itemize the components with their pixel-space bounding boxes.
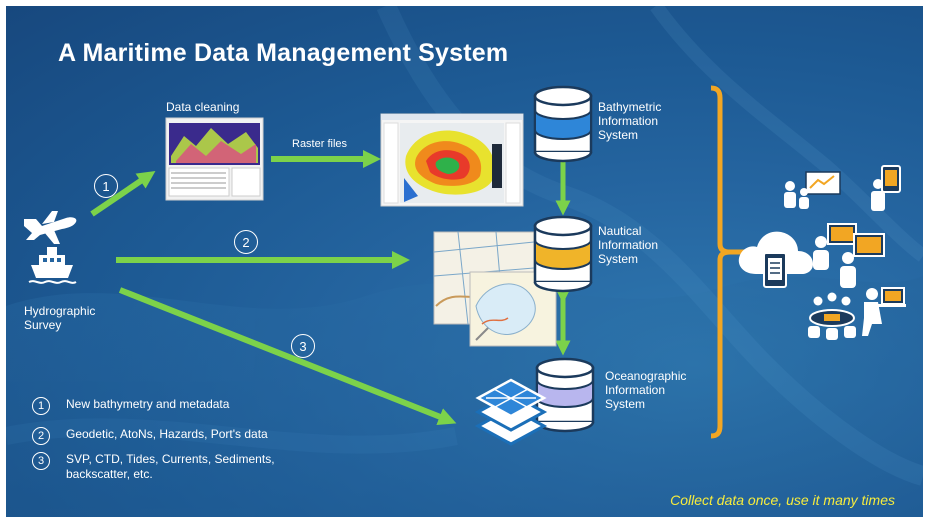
bathymetric-label: Bathymetric Information System — [598, 100, 662, 142]
layers-icon — [474, 378, 548, 446]
step-1-badge: 1 — [94, 174, 118, 198]
legend-text: Geodetic, AtoNs, Hazards, Port's data — [66, 427, 268, 441]
bathymetric-database-icon — [533, 85, 593, 163]
oceanographic-database-icon — [535, 357, 595, 433]
legend-text: SVP, CTD, Tides, Currents, Sediments, ba… — [66, 452, 275, 481]
slide: A Maritime Data Management System Data c… — [6, 6, 923, 517]
cloud-icon — [738, 231, 813, 288]
meeting-icon — [808, 292, 856, 340]
raster-screenshot — [380, 113, 524, 207]
arrow-step3 — [118, 287, 457, 426]
page-title: A Maritime Data Management System — [58, 39, 509, 67]
laptop-user-icon — [862, 287, 906, 336]
legend-number: 1 — [32, 397, 50, 415]
legend-number: 3 — [32, 452, 50, 470]
legend-item: 1 New bathymetry and metadata — [32, 397, 326, 415]
tablet-user-icon — [871, 165, 901, 211]
monitor-users-icon — [813, 223, 885, 288]
legend-item: 3 SVP, CTD, Tides, Currents, Sediments, … — [32, 452, 326, 482]
arrow-step1 — [90, 170, 156, 217]
step-3-badge: 3 — [291, 334, 315, 358]
presentation-icon — [784, 171, 841, 209]
legend-text: New bathymetry and metadata — [66, 397, 230, 411]
step-2-badge: 2 — [234, 230, 258, 254]
ship-icon — [28, 247, 77, 284]
legend-number: 2 — [32, 427, 50, 445]
legend-item: 2 Geodetic, AtoNs, Hazards, Port's data — [32, 427, 326, 445]
raster-files-label: Raster files — [292, 138, 348, 150]
nautical-charts — [433, 231, 557, 347]
hydrographic-survey-label: Hydrographic Survey — [24, 304, 96, 332]
tagline: Collect data once, use it many times — [670, 492, 895, 508]
nautical-database-icon — [533, 215, 593, 293]
nautical-label: Nautical Information System — [598, 224, 659, 266]
data-cleaning-label: Data cleaning — [166, 100, 240, 114]
airplane-icon — [24, 211, 77, 244]
oceanographic-label: Oceanographic Information System — [605, 369, 687, 411]
diagram-graphics — [6, 6, 923, 517]
data-cleaning-screenshot — [165, 117, 264, 201]
users-icon — [784, 165, 906, 340]
